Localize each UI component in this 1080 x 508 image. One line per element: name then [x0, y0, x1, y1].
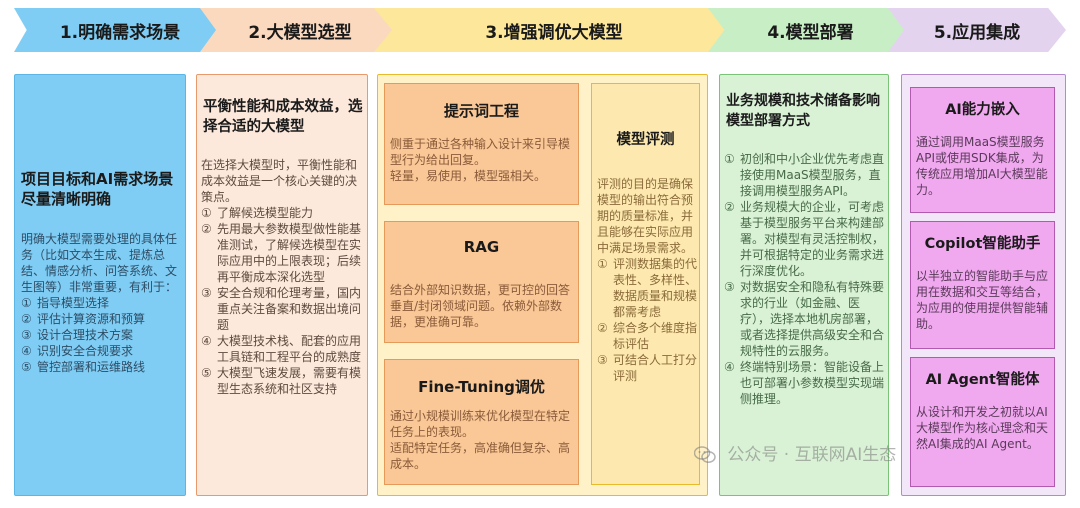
- wechat-icon: [694, 446, 716, 463]
- ai-agent-box: AI Agent智能体 从设计和开发之初就以AI大模型作为核心理念和天然AI集成…: [910, 357, 1055, 487]
- prompt-engineering-body: 侧重于通过各种输入设计来引导模型行为给出回复。 轻量，易使用，模型强相关。: [390, 136, 573, 184]
- step-4-header: 4.模型部署: [708, 8, 913, 52]
- integration-column: AI能力嵌入 通过调用MaaS模型服务API或使用SDK集成，为传统应用增加AI…: [901, 74, 1066, 496]
- requirements-column: 项目目标和AI需求场景尽量清晰明确 明确大模型需要处理的具体任务（比如文本生成、…: [14, 74, 186, 496]
- step-1-header: 1.明确需求场景: [14, 8, 226, 52]
- step-2-label: 2.大模型选型: [248, 22, 352, 43]
- watermark: 公众号 · 互联网AI生态: [694, 440, 896, 465]
- step-4-label: 4.模型部署: [767, 22, 854, 43]
- rag-box: RAG 结合外部知识数据，更可控的回答垂直/封闭领域问题。依赖外部数据，更准确可…: [384, 221, 579, 343]
- requirements-intro: 明确大模型需要处理的具体任务（比如文本生成、提炼总结、情感分析、问答系统、文生图…: [21, 232, 178, 294]
- step-3-label: 3.增强调优大模型: [485, 22, 623, 43]
- fine-tuning-body: 通过小规模训练来优化模型在特定任务上的表现。 适配特定任务，高准确但复杂、高成本…: [390, 408, 573, 472]
- model-selection-title: 平衡性能和成本效益，选择合适的大模型: [203, 99, 363, 135]
- ai-capability-box: AI能力嵌入 通过调用MaaS模型服务API或使用SDK集成，为传统应用增加AI…: [910, 87, 1055, 213]
- prompt-engineering-desc: 侧重于通过各种输入设计来引导模型行为给出回复。: [390, 137, 571, 167]
- model-evaluation-body: 评测的目的是确保模型的输出符合预期的质量标准，并且能够在实际应用中满足场景需求。…: [597, 176, 697, 384]
- model-selection-intro: 在选择大模型时，平衡性能和成本效益是一个核心关键的决策点。: [201, 158, 358, 204]
- requirements-title: 项目目标和AI需求场景尽量清晰明确: [21, 170, 174, 208]
- model-selection-column: 平衡性能和成本效益，选择合适的大模型 在选择大模型时，平衡性能和成本效益是一个核…: [196, 74, 368, 496]
- rag-body: 结合外部知识数据，更可控的回答垂直/封闭领域问题。依赖外部数据，更准确可靠。: [390, 283, 571, 329]
- step-2-header: 2.大模型选型: [200, 8, 400, 52]
- fine-tuning-note: 适配特定任务，高准确但复杂、高成本。: [390, 441, 571, 471]
- step-5-label: 5.应用集成: [933, 22, 1021, 43]
- copilot-title: Copilot智能助手: [924, 236, 1041, 252]
- enhance-tuning-column: 提示词工程 侧重于通过各种输入设计来引导模型行为给出回复。 轻量，易使用，模型强…: [377, 74, 708, 496]
- step-3-header: 3.增强调优大模型: [374, 8, 734, 52]
- fine-tuning-box: Fine-Tuning调优 通过小规模训练来优化模型在特定任务上的表现。 适配特…: [384, 359, 579, 485]
- deployment-title: 业务规模和技术储备影响模型部署方式: [726, 93, 880, 129]
- step-1-label: 1.明确需求场景: [59, 22, 181, 43]
- fine-tuning-title: Fine-Tuning调优: [418, 378, 545, 396]
- prompt-engineering-title: 提示词工程: [443, 102, 519, 120]
- model-evaluation-box: 模型评测 评测的目的是确保模型的输出符合预期的质量标准，并且能够在实际应用中满足…: [591, 83, 700, 485]
- fine-tuning-desc: 通过小规模训练来优化模型在特定任务上的表现。: [390, 409, 571, 439]
- requirements-body: 明确大模型需要处理的具体任务（比如文本生成、提炼总结、情感分析、问答系统、文生图…: [21, 231, 185, 375]
- prompt-engineering-box: 提示词工程 侧重于通过各种输入设计来引导模型行为给出回复。 轻量，易使用，模型强…: [384, 83, 579, 205]
- ai-agent-body: 从设计和开发之初就以AI大模型作为核心理念和天然AI集成的AI Agent。: [916, 405, 1049, 451]
- rag-title: RAG: [463, 238, 500, 256]
- model-evaluation-intro: 评测的目的是确保模型的输出符合预期的质量标准，并且能够在实际应用中满足场景需求。: [597, 177, 694, 255]
- copilot-box: Copilot智能助手 以半独立的智能助手与应用在数据和交互等结合，为应用的使用…: [910, 221, 1055, 349]
- step-5-header: 5.应用集成: [888, 8, 1066, 52]
- ai-capability-body: 通过调用MaaS模型服务API或使用SDK集成，为传统应用增加AI大模型能力。: [916, 135, 1048, 197]
- ai-capability-title: AI能力嵌入: [945, 102, 1020, 118]
- model-evaluation-title: 模型评测: [616, 132, 675, 148]
- ai-agent-title: AI Agent智能体: [925, 372, 1040, 388]
- copilot-body: 以半独立的智能助手与应用在数据和交互等结合，为应用的使用提供智能辅助。: [916, 269, 1049, 331]
- watermark-text: 公众号 · 互联网AI生态: [727, 445, 897, 465]
- prompt-engineering-note: 轻量，易使用，模型强相关。: [390, 169, 547, 183]
